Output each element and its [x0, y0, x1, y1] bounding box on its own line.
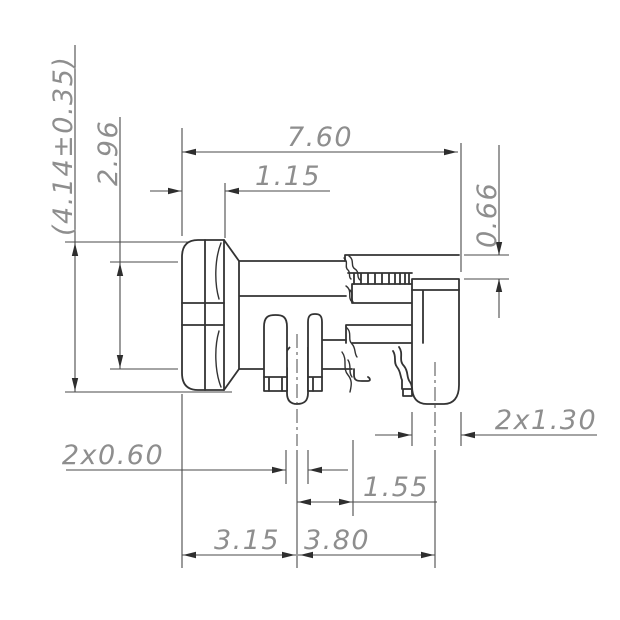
dim-pin-width-label: 2x0.60 — [62, 440, 164, 471]
dim-tab-top-offset-label: 0.66 — [472, 182, 503, 248]
dim-tab-width-label: 2x1.30 — [495, 405, 597, 436]
dim-pin-from-face-label: 3.15 — [214, 525, 280, 556]
centerlines — [296, 334, 436, 446]
dimension-labels: (4.14±0.35) 2.96 7.60 1.15 0.66 2x1.30 2… — [48, 56, 597, 556]
mounting-leg-left — [263, 314, 288, 392]
rear-bent-leg — [392, 346, 413, 393]
crimp-squiggles — [341, 255, 361, 393]
serrated-strip — [347, 272, 413, 285]
extension-lines — [65, 128, 509, 568]
dimension-lines — [66, 45, 597, 556]
dim-overall-length-label: 7.60 — [287, 122, 353, 153]
dim-bracket-offset-label: 1.55 — [363, 472, 429, 503]
dim-cap-thickness-label: 1.15 — [255, 161, 321, 192]
dim-tab-from-pin-label: 3.80 — [304, 525, 370, 556]
solder-hook — [353, 368, 371, 382]
cap-outline — [181, 239, 225, 391]
edge-mount-tab — [411, 278, 460, 405]
connector-part — [181, 239, 460, 405]
center-pin — [283, 346, 309, 405]
dimension-arrowheads — [71, 148, 503, 559]
dim-overall-height-label: (4.14±0.35) — [48, 56, 79, 236]
dim-body-height-label: 2.96 — [93, 120, 124, 186]
mounting-leg-right — [307, 313, 323, 392]
